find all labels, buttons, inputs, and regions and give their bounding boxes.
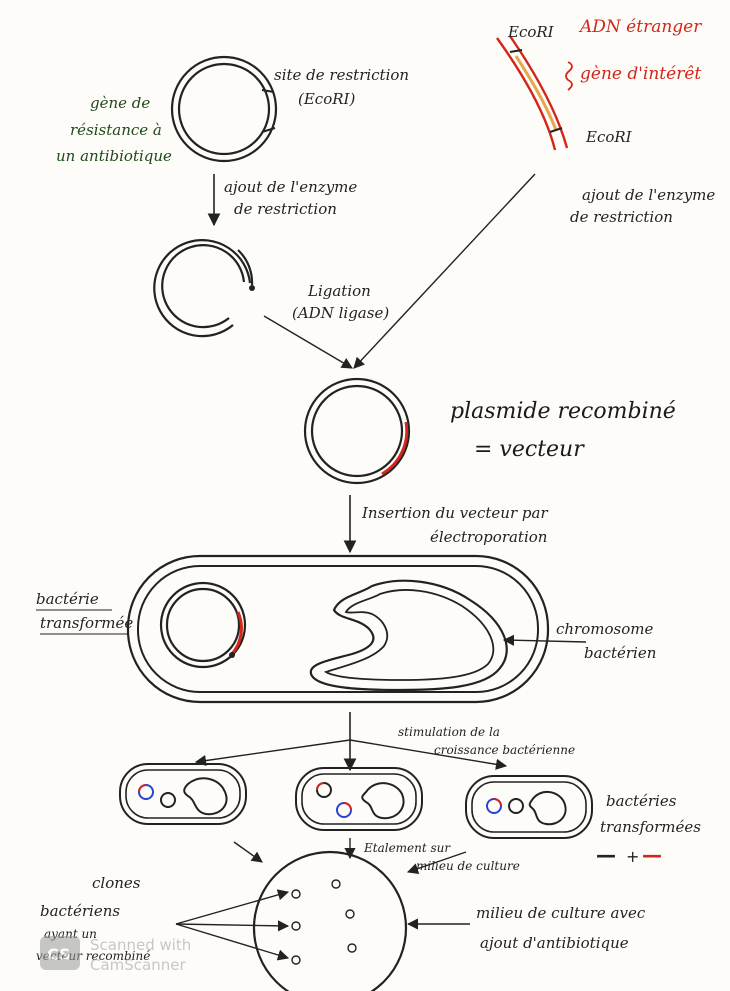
watermark-line-1: Scanned with (90, 936, 191, 954)
foreign-dna-title: ADN étranger (578, 17, 702, 37)
gene-of-interest-label: gène d'intérêt (580, 64, 701, 84)
growth-label-1: stimulation de la (398, 725, 500, 739)
arrow-ligation-left (264, 316, 352, 368)
legend-minus-black: — (596, 843, 616, 867)
arrow-growth-left (196, 740, 350, 762)
plasmid-cut (154, 240, 255, 336)
chromosome-label-1: chromosome (556, 620, 653, 638)
resistance-gene-label-1: gène de (90, 94, 150, 112)
bacterium-small-3 (466, 776, 592, 838)
resistance-gene-label-2: résistance à (70, 121, 162, 139)
clones-label-1: clones (92, 874, 141, 892)
ecori-top-label: EcoRI (507, 23, 555, 41)
legend-plus: + (626, 847, 639, 866)
colony (348, 944, 356, 952)
restriction-site-label: site de restriction (274, 66, 409, 84)
recombinant-label-2: = vecteur (474, 437, 585, 462)
arrow-clone-1 (176, 892, 288, 924)
medium-label-2: ajout d'antibiotique (480, 934, 629, 952)
foreign-dna (497, 36, 572, 150)
colony (332, 880, 340, 888)
ligation-label-2: (ADN ligase) (292, 304, 389, 322)
ligation-label-1: Ligation (307, 282, 371, 300)
colony (292, 922, 300, 930)
arrow-ligation-right (354, 174, 535, 368)
arrow-plating-left (234, 842, 262, 862)
petri-dish (254, 852, 406, 991)
plasmid-recombinant (305, 379, 409, 483)
bacterium-large (128, 556, 548, 702)
arrow-clone-3 (176, 924, 288, 958)
medium-label-1: milieu de culture avec (476, 904, 646, 922)
legend-minus-red: — (642, 843, 662, 867)
insertion-label-1: Insertion du vecteur par (361, 504, 548, 522)
bacterium-small-1 (120, 764, 246, 824)
gene-bracket (566, 62, 572, 90)
transformed-label-2: transformées (600, 818, 701, 836)
enzyme-step-label-2: de restriction (234, 200, 337, 218)
arrow-clone-2 (176, 924, 288, 926)
transformed-label-1: bactéries (606, 792, 677, 810)
restriction-site-ecori-label: (EcoRI) (298, 90, 355, 108)
foreign-enzyme-step-label-2: de restriction (570, 208, 673, 226)
watermark-line-2: CamScanner (90, 956, 186, 974)
growth-label-2: croissance bactérienne (434, 743, 575, 757)
watermark-badge: CS (47, 945, 71, 964)
arrow-chromosome (504, 640, 586, 642)
recombinant-label-1: plasmide recombiné (450, 399, 676, 424)
resistance-gene-label-3: un antibiotique (56, 147, 172, 165)
insertion-label-2: électroporation (430, 528, 547, 546)
plating-label-2: milieu de culture (416, 859, 520, 873)
plating-label-1: Etalement sur (363, 841, 451, 855)
bacterium-label-1: bactérie (36, 590, 99, 608)
clones-label-2: bactériens (40, 902, 120, 920)
ecori-bottom-label: EcoRI (585, 128, 633, 146)
foreign-enzyme-step-label-1: ajout de l'enzyme (582, 186, 715, 204)
chromosome-label-2: bactérien (584, 644, 656, 662)
bacterial-chromosome (311, 581, 507, 690)
colony (292, 956, 300, 964)
colony (292, 890, 300, 898)
bacterium-small-2 (296, 768, 422, 830)
plasmid-original (172, 57, 276, 161)
enzyme-step-label-1: ajout de l'enzyme (224, 178, 357, 196)
bacterium-label-2: transformée (40, 614, 133, 632)
colony (346, 910, 354, 918)
